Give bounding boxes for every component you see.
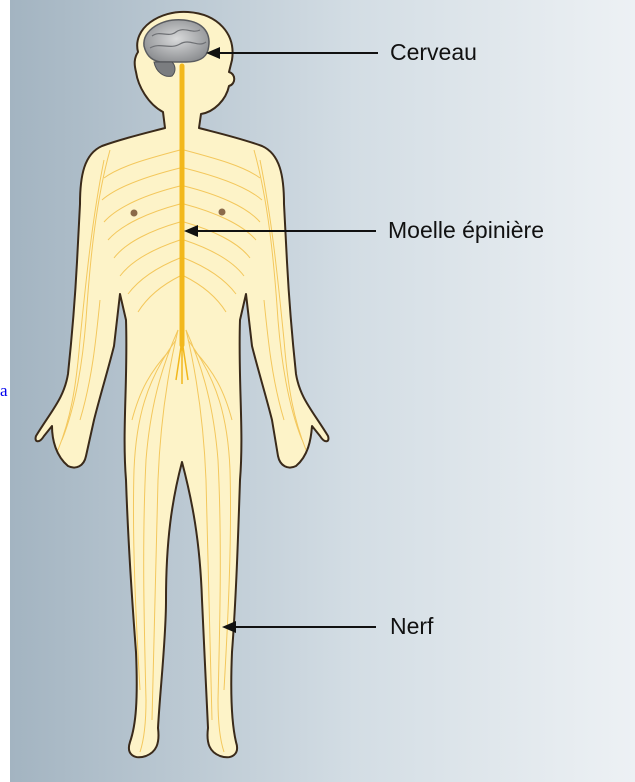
background-panel [10, 0, 635, 782]
label-spinal-cord: Moelle épinière [388, 217, 544, 243]
label-nerve: Nerf [390, 613, 434, 639]
label-brain: Cerveau [390, 39, 477, 65]
